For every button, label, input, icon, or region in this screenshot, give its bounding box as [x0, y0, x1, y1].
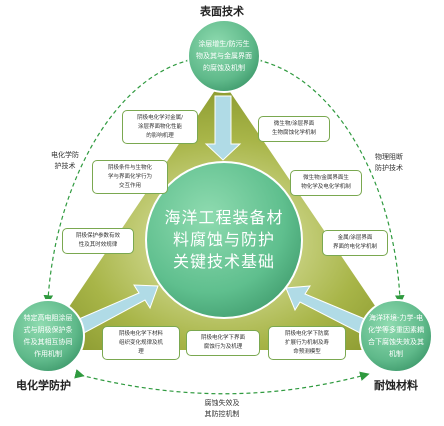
- node-right-line: 合下腐蚀失效及其: [368, 338, 424, 346]
- box-right-low: 金属/涂层界面 界面的电化学机制: [322, 230, 388, 256]
- edge-label-line: 护技术: [54, 162, 76, 170]
- edge-bottom: [74, 369, 370, 395]
- node-right-line: 海洋环境-力学-电: [368, 314, 424, 322]
- box-line: 涂层界面物化性能: [137, 123, 182, 130]
- box-line: 的影响机理: [146, 132, 174, 139]
- box-bottom-left: 阴极电化学下材料 组织变化规律及机 理: [102, 326, 180, 360]
- edge-label-line: 腐蚀失效及: [204, 399, 240, 407]
- edge-top-left: [43, 54, 196, 305]
- box-line: 阴极电化学下界面: [200, 335, 245, 341]
- box-right-mid: 微生物/金属界面生 物化学及电化学机制: [290, 170, 362, 196]
- box-line: 性及其时效规律: [78, 242, 118, 248]
- node-top-circle: [187, 19, 261, 93]
- center-title: 海洋工程装备材 料腐蚀与防护 关键技术基础: [160, 207, 288, 273]
- edge-label-line: 物理阻断: [375, 153, 403, 161]
- box-line: 理: [138, 348, 144, 355]
- box-left-mid: 阴极条件与生物化 学与界面化学行为 交互作用: [92, 160, 168, 194]
- arrow-left: [71, 284, 159, 335]
- node-left-line: 件及其相互协同: [23, 338, 73, 346]
- box-top-right: 微生物/涂层界面 生物腐蚀化学机制: [258, 116, 330, 142]
- box-line: 金属/涂层界面: [337, 235, 373, 241]
- box-bottom-right: 阴极电化学下防腐 扩展行为机制及寿 命预测模型: [268, 326, 346, 360]
- node-top-line: 物及其与金属界面: [196, 52, 252, 60]
- box-line: 组织变化规律及机: [118, 339, 163, 346]
- edge-label-line: 防护技术: [375, 164, 403, 172]
- node-left-circle: [11, 299, 85, 373]
- node-right-line: 化学等多重因素耦: [368, 326, 424, 334]
- node-left-line: 式与阴极保护条: [23, 326, 73, 334]
- box-line: 阴极电化学对金属/: [137, 114, 183, 121]
- box-left-low: 阴极保护参数有效 性及其时效规律: [62, 228, 134, 254]
- box-line: 命预测模型: [293, 348, 321, 355]
- box-line: 扩展行为机制及寿: [284, 339, 329, 346]
- center-title-line: 海洋工程装备材: [164, 208, 284, 227]
- node-left-line: 特定高电阻涂层: [23, 314, 73, 322]
- box-line: 腐蚀行为及机理: [203, 344, 243, 350]
- box-line: 微生物/金属界面生: [303, 175, 349, 181]
- box-bottom-mid: 阴极电化学下界面 腐蚀行为及机理: [186, 330, 260, 356]
- arrow-top: [204, 95, 242, 161]
- box-line: 阴极保护参数有效: [75, 233, 120, 239]
- edge-top-right: [252, 54, 405, 305]
- box-line: 阴极电化学下防腐: [284, 330, 329, 337]
- center-title-line: 关键技术基础: [172, 252, 275, 271]
- box-line: 物化学及电化学机制: [301, 184, 351, 190]
- box-line: 学与界面化学行为: [107, 173, 152, 180]
- node-right-label: 耐蚀材料: [374, 379, 418, 392]
- center-title-line: 料腐蚀与防护: [172, 230, 275, 249]
- node-left-label: 电化学防护: [16, 379, 71, 392]
- edge-label-line: 电化学防: [51, 151, 79, 159]
- center-circle: [145, 161, 303, 319]
- node-left-line: 作用机制: [34, 350, 62, 358]
- edge-bottom-label: 腐蚀失效及 其防控机制: [190, 398, 254, 420]
- edge-top-left-label: 电化学防 护技术: [40, 150, 90, 172]
- node-top-line: 的腐蚀及机制: [203, 64, 245, 72]
- node-top-label: 表面技术: [200, 5, 244, 18]
- node-right-text: 海洋环境-力学-电 化学等多重因素耦 合下腐蚀失效及其 机制: [364, 312, 428, 360]
- arrow-right: [285, 285, 373, 335]
- node-left-text: 特定高电阻涂层 式与阴极保护条 件及其相互协同 作用机制: [18, 312, 78, 360]
- node-top-text: 涂层增生/防污生 物及其与金属界面 的腐蚀及机制: [194, 38, 254, 74]
- edge-top-right-label: 物理阻断 防护技术: [362, 152, 416, 174]
- box-line: 界面的电化学机制: [332, 244, 377, 250]
- node-right-circle: [359, 299, 433, 373]
- node-right-line: 机制: [389, 350, 403, 358]
- box-line: 阴极电化学下材料: [118, 330, 163, 337]
- edge-label-line: 其防控机制: [204, 410, 240, 418]
- box-line: 微生物/涂层界面: [273, 121, 315, 127]
- node-top-line: 涂层增生/防污生: [198, 40, 250, 48]
- box-line: 生物腐蚀化学机制: [271, 130, 316, 136]
- box-line: 交互作用: [118, 182, 141, 189]
- box-line: 阴极条件与生物化: [107, 164, 152, 171]
- box-top-left: 阴极电化学对金属/ 涂层界面物化性能 的影响机理: [122, 110, 198, 144]
